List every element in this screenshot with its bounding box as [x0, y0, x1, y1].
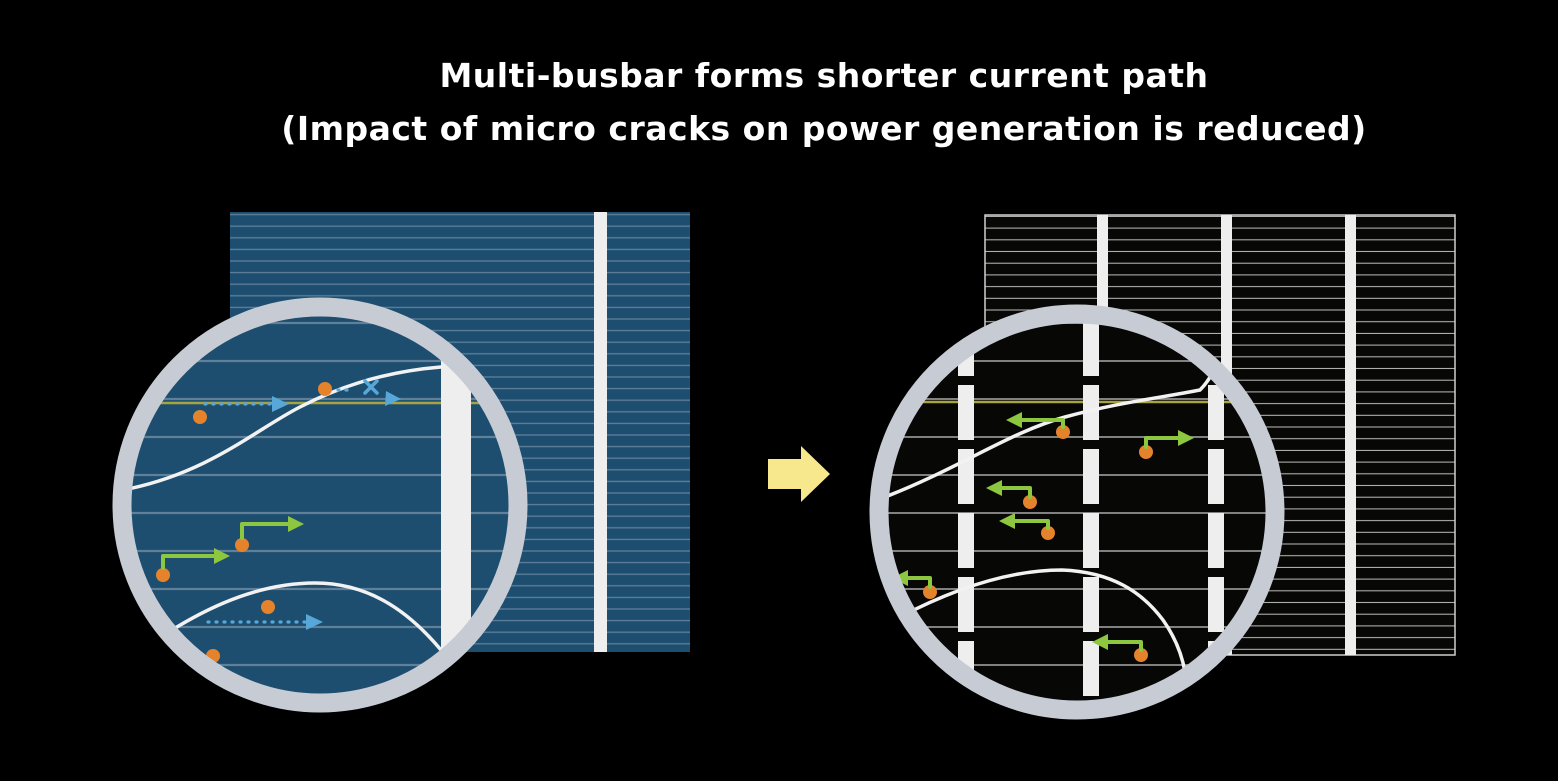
- electron-dot: [261, 600, 275, 614]
- electron-dot: [1041, 526, 1055, 540]
- short-current-path: [1020, 418, 1065, 429]
- short-current-path: [1013, 519, 1050, 530]
- left-magnifier-ring: [112, 297, 528, 713]
- electron-dot: [235, 538, 249, 552]
- busbar: [594, 212, 607, 652]
- long-current-arrow-icon: [306, 614, 323, 630]
- short-current-path: [1000, 486, 1032, 499]
- busbar: [1345, 215, 1356, 655]
- short-current-arrow-icon: [1178, 430, 1194, 446]
- diagram-title-line1: Multi-busbar forms shorter current path: [439, 56, 1209, 95]
- short-current-path: [1106, 640, 1143, 652]
- short-current-arrow-icon: [214, 548, 230, 564]
- electron-dot: [1023, 495, 1037, 509]
- short-current-path: [240, 522, 290, 540]
- right-magnifier-ring: [869, 304, 1285, 720]
- right-magnifier-view: [888, 323, 1266, 701]
- short-current-path: [161, 554, 216, 570]
- electron-dot: [193, 410, 207, 424]
- micro-crack-line: [131, 365, 443, 491]
- long-current-arrow-icon: [272, 396, 289, 412]
- transition-arrow-icon: [768, 446, 830, 502]
- short-current-arrow-icon: [288, 516, 304, 532]
- short-current-arrow-icon: [986, 480, 1002, 496]
- blocked-path-x-icon: [363, 379, 379, 395]
- short-current-arrow-icon: [1092, 634, 1108, 650]
- electron-dot: [1134, 648, 1148, 662]
- long-current-arrow-icon: [385, 391, 401, 406]
- electron-dot: [923, 585, 937, 599]
- short-current-arrow-icon: [999, 513, 1015, 529]
- short-current-path: [1144, 436, 1180, 449]
- electron-dot: [156, 568, 170, 582]
- short-current-path: [906, 576, 932, 589]
- micro-crack-line: [888, 348, 1224, 499]
- electron-dot: [1139, 445, 1153, 459]
- left-magnifier-view: [131, 316, 509, 694]
- micro-crack-line: [896, 568, 1187, 674]
- short-current-arrow-icon: [1006, 412, 1022, 428]
- electron-dot: [318, 382, 332, 396]
- electron-dot: [1056, 425, 1070, 439]
- diagram-title-line2: (Impact of micro cracks on power generat…: [281, 108, 1367, 148]
- diagram-title: Multi-busbar forms shorter current path …: [90, 50, 1558, 156]
